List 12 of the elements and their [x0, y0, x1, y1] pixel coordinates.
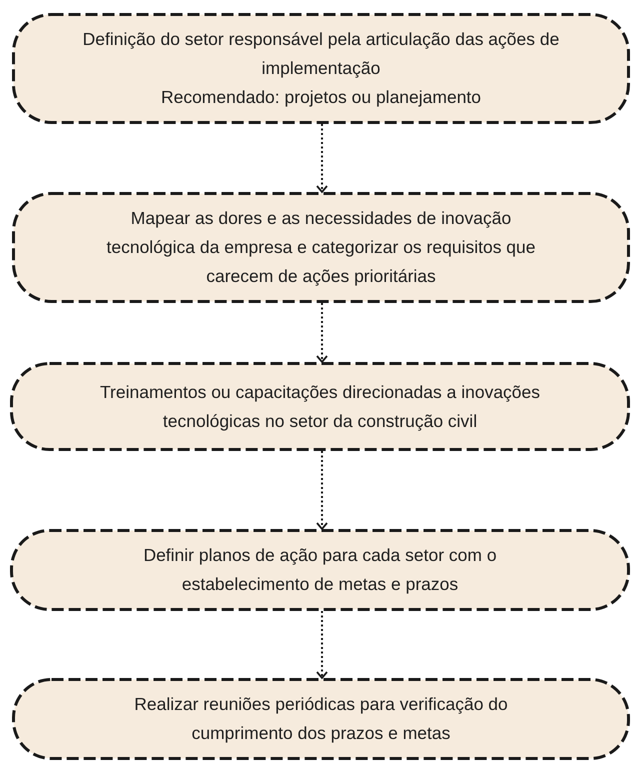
dotted-arrow [316, 451, 328, 530]
box-text: Mapear as dores e as necessidades de inovação tecnológica da empresa e categorizar os requisitos que carecem de ações prioritárias [106, 207, 536, 288]
process-box [12, 13, 630, 124]
process-box [12, 192, 630, 303]
box-text: Realizar reuniões periódicas para verificação do cumprimento dos prazos e metas [133, 693, 509, 745]
dotted-arrow [316, 611, 328, 679]
box-text: Definição do setor responsável pela articulação das ações de implementação [82, 28, 560, 80]
box-text: Treinamentos ou capacitações direcionadas a inovações tecnológicas no setor da construção civil [98, 380, 542, 433]
box-text: Definir planos de ação para cada setor com o estabelecimento de metas e prazos [142, 544, 498, 596]
dotted-arrow [316, 303, 328, 363]
box-text: Recomendado: projetos ou planejamento [160, 86, 482, 109]
dotted-arrow [316, 124, 328, 193]
